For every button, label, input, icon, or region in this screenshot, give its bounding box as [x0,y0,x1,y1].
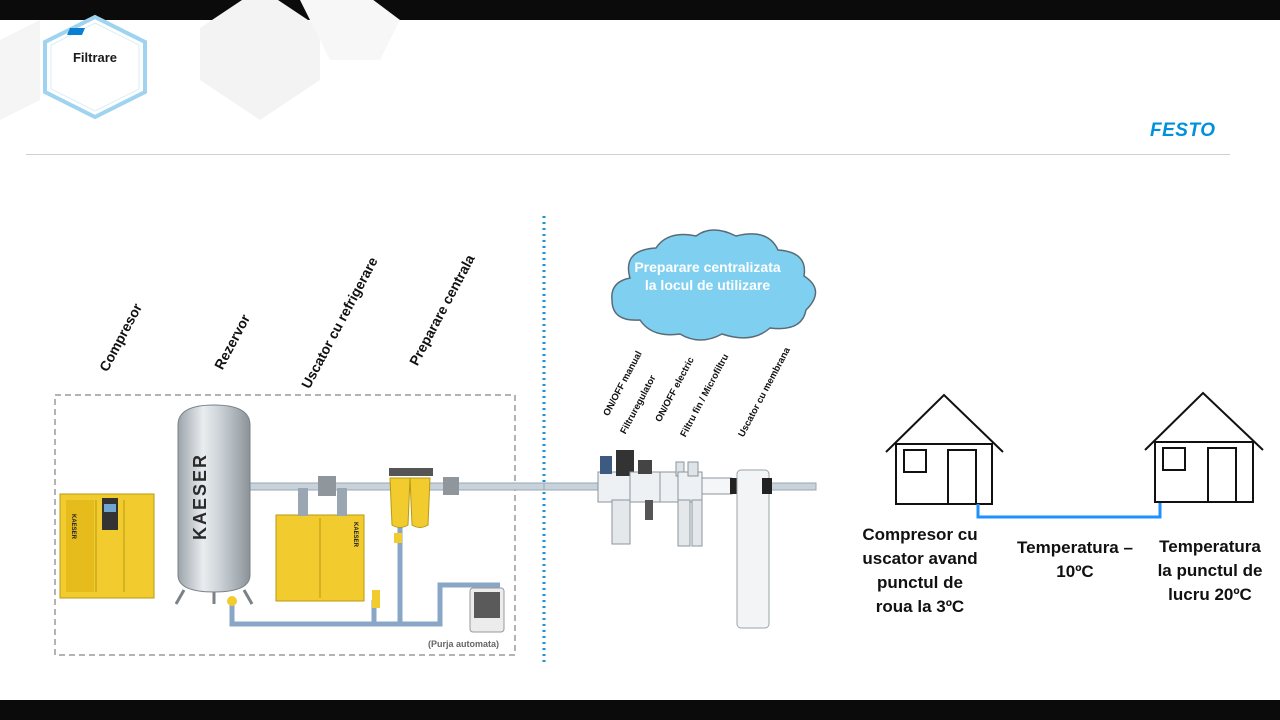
right-house [1144,391,1264,503]
drain-note: (Purja automata) [428,639,500,649]
drain-pipes [229,525,500,627]
section-title: Filtrare [72,50,118,65]
automatic-drain-unit [469,587,505,633]
header-hexagon-decor [0,0,400,120]
refrigeration-dryer [275,488,380,608]
left-house-text: Compresor cu uscator avand punctul de ro… [862,525,978,616]
left-house [885,393,1004,505]
air-tank [174,404,254,606]
dryer-brand: KAESER [352,522,358,548]
central-filters [389,468,433,543]
cloud-text: Preparare centralizata la locul de utili… [634,259,781,293]
festo-logo: FESTO [1150,120,1216,141]
central-equipment-frame [54,394,516,656]
frl-units [597,450,772,629]
pipe-temperature-text: Temperatura – 10ºC [1017,538,1133,581]
section-hexagon [43,14,147,120]
compressor-unit [59,493,155,599]
cloud-shape [611,229,817,341]
tank-brand: KAESER [190,453,210,540]
connecting-pipe [976,503,1162,519]
right-house-text: Temperatura la punctul de lucru 20ºC [1157,537,1263,604]
bottom-black-bar [0,700,1280,720]
header-divider [26,154,1230,155]
compressor-brand: KAESER [70,514,76,540]
